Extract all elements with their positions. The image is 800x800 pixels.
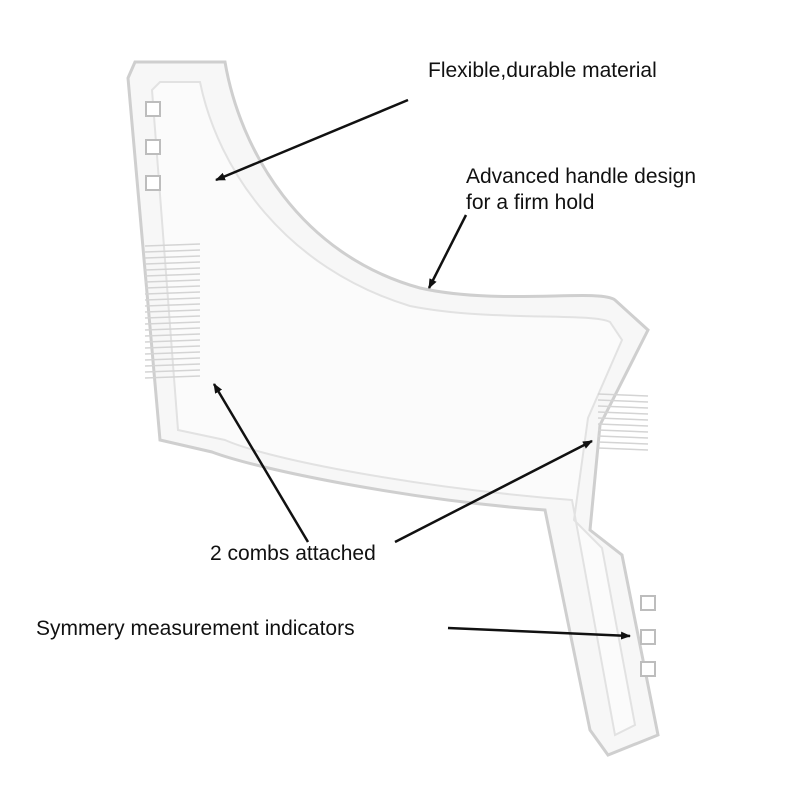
callout-handle-line-1: Advanced handle design [466, 165, 697, 188]
indicator-arrow [447, 626, 631, 640]
tool-inner-bevel [150, 81, 637, 737]
handle-arrow [427, 214, 468, 289]
top-measurement-indicators [145, 101, 161, 191]
callout-combs: 2 combs attached [210, 542, 376, 565]
left-comb [144, 243, 201, 379]
callout-arrows [212, 98, 631, 640]
right-comb-arrow [394, 439, 593, 544]
callout-material: Flexible,durable material [428, 59, 657, 82]
callout-indicators: Symmery measurement indicators [36, 617, 355, 640]
callout-handle: Advanced handle design for a firm hold [466, 164, 696, 216]
bottom-measurement-indicators [640, 595, 656, 677]
left-comb-arrow [212, 383, 310, 543]
right-comb [597, 393, 649, 451]
callout-handle-line-2: for a firm hold [466, 191, 595, 214]
material-arrow [215, 98, 409, 182]
